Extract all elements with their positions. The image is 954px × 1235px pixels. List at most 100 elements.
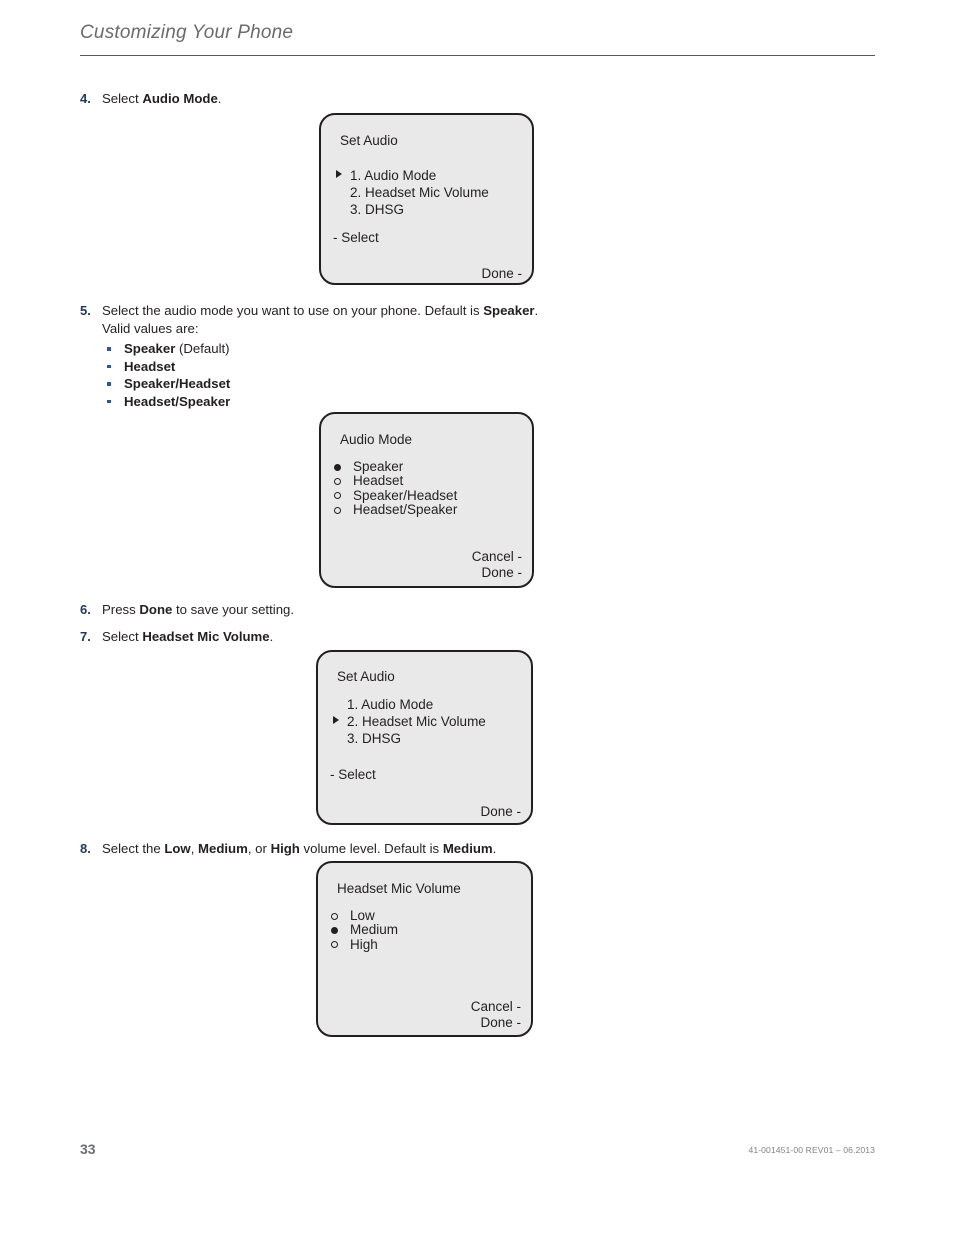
lcd1-title: Set Audio (340, 133, 398, 148)
value-bold: Headset/Speaker (124, 393, 231, 409)
lcd-screen-audio-mode: Audio Mode Speaker Headset Speaker/Heads… (319, 412, 534, 588)
step-8-number: 8. (80, 841, 91, 856)
page-title: Customizing Your Phone (80, 22, 294, 43)
lcd3-softkey-done[interactable]: Done - (480, 804, 521, 819)
radio-unselected-icon (331, 912, 338, 920)
step-4-bold: Audio Mode (142, 91, 218, 106)
lcd2-radio-speaker-headset[interactable]: Speaker/Headset (333, 487, 458, 503)
lcd1-softkey-select[interactable]: - Select (333, 230, 379, 245)
step-5-line2: Valid values are: (102, 320, 199, 336)
lcd2-radio-headset-speaker-label: Headset/Speaker (353, 502, 458, 518)
bullet-icon (107, 364, 111, 368)
step-4: 4. Select Audio Mode. (80, 90, 500, 108)
lcd2-radio-speaker[interactable]: Speaker (333, 459, 457, 474)
bullet-icon (107, 347, 111, 351)
header-divider (80, 55, 875, 56)
lcd4-softkey-cancel[interactable]: Cancel - (470, 999, 521, 1014)
lcd4-title: Headset Mic Volume (337, 881, 461, 896)
step-5-line1-pre: Select the audio mode you want to use on… (102, 303, 484, 318)
lcd2-softkey-done[interactable]: Done - (481, 565, 522, 580)
step-6: 6. Press Done to save your setting. (80, 601, 500, 619)
step-8-p1: Select the (102, 841, 165, 856)
step-6-pre: Press (102, 602, 140, 617)
lcd1-menu-item-3-label: 3. DHSG (350, 202, 405, 217)
bullet-icon (107, 382, 111, 386)
radio-selected-icon (334, 463, 341, 471)
value-bold: Headset (124, 358, 176, 374)
lcd3-menu-item-3-label: 3. DHSG (347, 731, 402, 746)
step-4-pre: Select (102, 91, 143, 106)
step-8-b1: Low (164, 841, 191, 856)
lcd3-menu-item-1-label: 1. Audio Mode (347, 697, 434, 712)
step-6-post: to save your setting. (172, 602, 295, 617)
lcd2-title: Audio Mode (340, 432, 413, 447)
value-plain: (Default) (175, 341, 230, 356)
radio-unselected-icon (334, 506, 341, 514)
lcd-screen-set-audio-1: Set Audio 1. Audio Mode 2. Headset Mic V… (319, 113, 534, 285)
step-8-p5: . (492, 841, 497, 856)
lcd1-menu-item-2[interactable]: 2. Headset Mic Volume (336, 184, 489, 201)
lcd3-title: Set Audio (337, 669, 395, 684)
page-number: 33 (80, 1141, 96, 1157)
lcd4-radio-high[interactable]: High (330, 936, 398, 952)
lcd3-menu-item-2-label: 2. Headset Mic Volume (347, 714, 486, 729)
step-8-text: Select the Low, Medium, or High volume l… (102, 840, 550, 858)
radio-unselected-icon (334, 477, 341, 485)
radio-selected-icon (331, 926, 338, 934)
step-6-text: Press Done to save your setting. (102, 601, 500, 619)
list-item: Headset (102, 358, 502, 376)
lcd4-softkey-done[interactable]: Done - (480, 1015, 521, 1030)
lcd2-radio-headset-speaker[interactable]: Headset/Speaker (333, 502, 458, 518)
step-5-number: 5. (80, 303, 91, 318)
valid-values-list: Speaker (Default) Headset Speaker/Headse… (102, 340, 502, 410)
lcd2-softkey-cancel[interactable]: Cancel - (471, 549, 522, 564)
list-item: Speaker/Headset (102, 375, 502, 393)
page-header: Customizing Your Phone (80, 22, 875, 44)
step-7-number: 7. (80, 629, 91, 644)
lcd2-radio-speaker-label: Speaker (353, 459, 404, 474)
lcd2-radio-group: Speaker Headset Speaker/Headset Headset/… (333, 459, 458, 518)
step-7: 7. Select Headset Mic Volume. (80, 628, 500, 646)
radio-unselected-icon (334, 492, 341, 500)
lcd4-radio-group: Low Medium High (330, 908, 398, 952)
step-4-text: Select Audio Mode. (102, 90, 500, 108)
lcd1-menu-item-2-label: 2. Headset Mic Volume (350, 185, 489, 200)
step-7-post: . (269, 629, 274, 644)
step-5-line1-post: . (534, 303, 539, 318)
lcd1-softkey-done[interactable]: Done - (481, 266, 522, 281)
lcd1-menu-item-1[interactable]: 1. Audio Mode (336, 167, 489, 184)
step-7-bold: Headset Mic Volume (142, 629, 270, 644)
step-8: 8. Select the Low, Medium, or High volum… (80, 840, 550, 858)
lcd1-menu: 1. Audio Mode 2. Headset Mic Volume 3. D… (336, 167, 489, 218)
lcd2-radio-headset[interactable]: Headset (333, 474, 457, 488)
step-5: 5. Select the audio mode you want to use… (80, 302, 550, 337)
selection-caret-icon (333, 715, 339, 724)
lcd1-menu-item-1-label: 1. Audio Mode (350, 168, 437, 183)
lcd-screen-set-audio-2: Set Audio 1. Audio Mode 2. Headset Mic V… (316, 650, 533, 825)
step-4-post: . (217, 91, 222, 106)
step-8-p2: , (190, 841, 199, 856)
lcd3-menu-item-3[interactable]: 3. DHSG (333, 730, 486, 747)
lcd2-radio-headset-label: Headset (353, 473, 404, 489)
selection-caret-icon (336, 169, 342, 178)
lcd4-radio-medium[interactable]: Medium (330, 923, 398, 937)
radio-unselected-icon (331, 941, 338, 949)
list-item: Speaker (Default) (102, 340, 502, 358)
step-8-b4: Medium (442, 841, 493, 856)
step-6-bold: Done (139, 602, 173, 617)
lcd-screen-headset-mic-volume: Headset Mic Volume Low Medium High Cance… (316, 861, 533, 1037)
lcd3-menu-item-1[interactable]: 1. Audio Mode (333, 696, 486, 713)
lcd1-menu-item-3[interactable]: 3. DHSG (336, 201, 489, 218)
lcd4-radio-high-label: High (350, 936, 378, 952)
lcd4-radio-low[interactable]: Low (330, 908, 398, 923)
step-8-p4: volume level. Default is (299, 841, 443, 856)
lcd2-radio-speaker-headset-label: Speaker/Headset (353, 487, 458, 503)
step-8-b2: Medium (198, 841, 248, 856)
lcd3-menu-item-2[interactable]: 2. Headset Mic Volume (333, 713, 486, 730)
step-8-p3: , or (247, 841, 271, 856)
step-4-number: 4. (80, 91, 91, 106)
lcd4-radio-low-label: Low (350, 908, 375, 923)
step-7-text: Select Headset Mic Volume. (102, 628, 500, 646)
list-item: Headset/Speaker (102, 393, 502, 411)
lcd3-softkey-select[interactable]: - Select (330, 767, 376, 782)
